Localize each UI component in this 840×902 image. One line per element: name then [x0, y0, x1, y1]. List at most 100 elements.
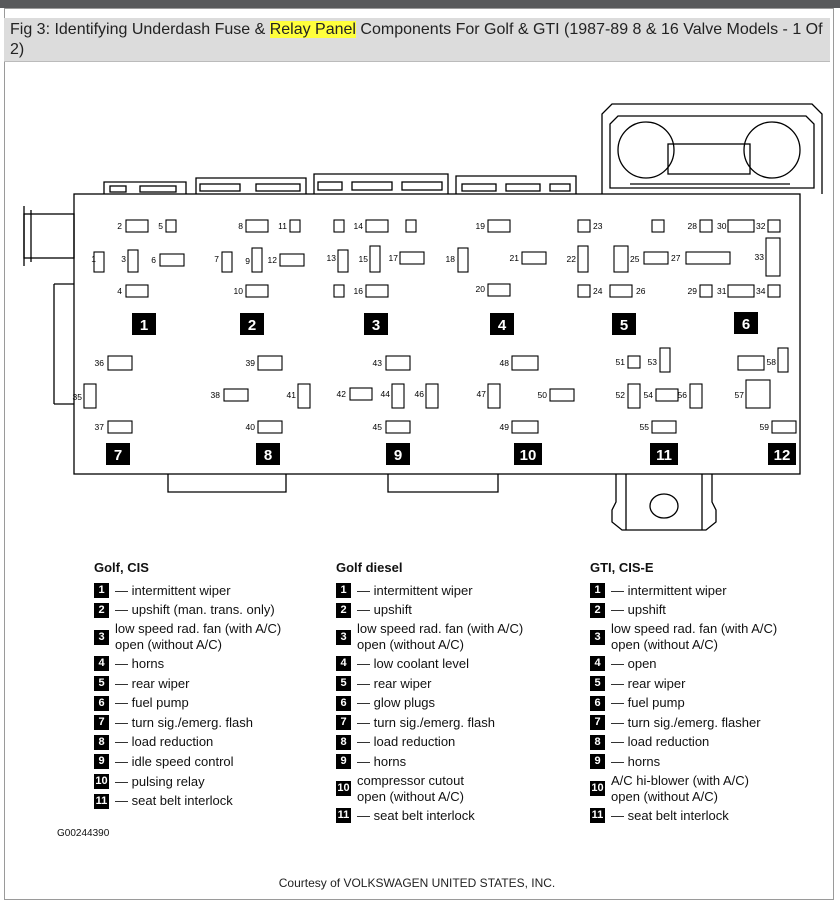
fuse-number-label: 16	[354, 286, 364, 296]
fuse-number-label: 1	[91, 254, 96, 264]
legend-item: 7— turn sig./emerg. flash	[94, 713, 281, 733]
relay-number-badge: 9	[336, 754, 351, 770]
relay-number-badge: 8	[336, 734, 351, 750]
legend-item: 9— horns	[336, 752, 523, 772]
fuse-slot	[369, 245, 381, 273]
fuse-number-label: 15	[359, 254, 369, 264]
fuse-number-label: 56	[678, 390, 688, 400]
fuse-number-label: 27	[671, 253, 681, 263]
fuse-number-label: 5	[158, 221, 163, 231]
fuse-slot	[425, 383, 439, 409]
relay-number-label: 11	[656, 447, 672, 464]
fuse-number-label: 45	[373, 422, 383, 432]
legend-item: 8— load reduction	[94, 733, 281, 753]
legend-item: 11— seat belt interlock	[94, 791, 281, 811]
relay-number-badge: 3	[94, 629, 109, 645]
fuse-number-label: 58	[767, 357, 777, 367]
relay-number-label: 7	[114, 447, 122, 464]
legend-item-text: — turn sig./emerg. flasher	[611, 714, 761, 730]
caption-highlight: Relay Panel	[269, 21, 356, 38]
fuse-number-label: 54	[644, 390, 654, 400]
fuse-number-label: 41	[287, 390, 297, 400]
fuse-slot	[245, 219, 269, 233]
legend-item: 5— rear wiper	[336, 674, 523, 694]
fuse-slot	[511, 420, 539, 434]
legend-item-text: — low coolant level	[357, 655, 469, 671]
fuse-slot	[613, 245, 629, 273]
legend-item: 11— seat belt interlock	[336, 806, 523, 826]
relay-number-badge: 11	[590, 808, 605, 824]
fuse-slot	[643, 251, 669, 265]
legend-item: 4— horns	[94, 654, 281, 674]
fuse-slot	[337, 249, 349, 273]
fuse-number-label: 38	[211, 390, 221, 400]
legend-item-text: — intermittent wiper	[611, 582, 727, 598]
legend-item: 6— fuel pump	[94, 693, 281, 713]
fuse-slot	[745, 379, 771, 409]
fuse-number-label: 12	[268, 255, 278, 265]
legend-item: 2— upshift	[590, 601, 777, 621]
legend-item-text: — upshift (man. trans. only)	[115, 602, 275, 618]
top-bar	[0, 0, 840, 8]
legend-item: 11— seat belt interlock	[590, 806, 777, 826]
fuse-number-label: 19	[476, 221, 486, 231]
legend-item: 9— idle speed control	[94, 752, 281, 772]
fuse-slot	[577, 284, 591, 298]
fuse-number-label: 59	[760, 422, 770, 432]
relay-number-marker	[650, 443, 678, 465]
relay-number-badge: 4	[94, 656, 109, 672]
fuse-slot	[279, 253, 305, 267]
fuse-slot	[365, 284, 389, 298]
legend-item-text: — load reduction	[357, 734, 456, 750]
fuse-number-label: 57	[735, 390, 745, 400]
fuse-number-label: 18	[446, 254, 456, 264]
relay-number-marker	[240, 313, 264, 335]
fuse-number-label: 30	[717, 221, 727, 231]
relay-number-marker	[106, 443, 130, 465]
legend-item: 2— upshift (man. trans. only)	[94, 601, 281, 621]
legend-item-text: — intermittent wiper	[357, 582, 473, 598]
relay-number-label: 2	[248, 317, 256, 334]
legend-item-text: — seat belt interlock	[115, 793, 233, 809]
fuse-number-label: 7	[214, 254, 219, 264]
legend-item-text: — load reduction	[611, 734, 710, 750]
relay-number-badge: 7	[590, 715, 605, 731]
fuse-number-label: 33	[755, 252, 765, 262]
fuse-number-label: 44	[381, 389, 391, 399]
fuse-slot	[767, 284, 781, 298]
fuse-slot	[487, 219, 511, 233]
fuse-slot	[333, 284, 345, 298]
fuse-number-label: 25	[630, 254, 640, 264]
relay-number-badge: 3	[336, 629, 351, 645]
legend-item-text: — upshift	[611, 602, 666, 618]
relay-number-badge: 10	[94, 774, 109, 790]
fuse-number-label: 55	[640, 422, 650, 432]
fuse-number-label: 36	[95, 358, 105, 368]
fuse-slot	[399, 251, 425, 265]
relay-number-badge: 5	[590, 676, 605, 692]
fuse-slot	[385, 420, 411, 434]
legend-item-text: — open	[611, 655, 657, 671]
legend-item-text: — intermittent wiper	[115, 582, 231, 598]
legend-item-text: compressor cutout open (without A/C)	[357, 772, 464, 804]
fuse-slot	[651, 420, 677, 434]
fuse-slot	[577, 245, 589, 273]
relay-number-label: 6	[742, 316, 750, 333]
relay-number-marker	[734, 312, 758, 334]
fuse-slot	[245, 284, 269, 298]
fuse-slot	[737, 355, 765, 371]
fuse-number-label: 48	[500, 358, 510, 368]
relay-number-marker	[386, 443, 410, 465]
relay-number-label: 5	[620, 317, 628, 334]
fuse-slot	[767, 219, 781, 233]
legend-item: 10 — pulsing relay	[94, 772, 281, 792]
legend-item-text: — rear wiper	[611, 675, 686, 691]
legend-item-text: — pulsing relay	[115, 773, 205, 789]
legend-item: 7— turn sig./emerg. flash	[336, 713, 523, 733]
legend-item: 9— horns	[590, 752, 777, 772]
fuse-slot	[365, 219, 389, 233]
